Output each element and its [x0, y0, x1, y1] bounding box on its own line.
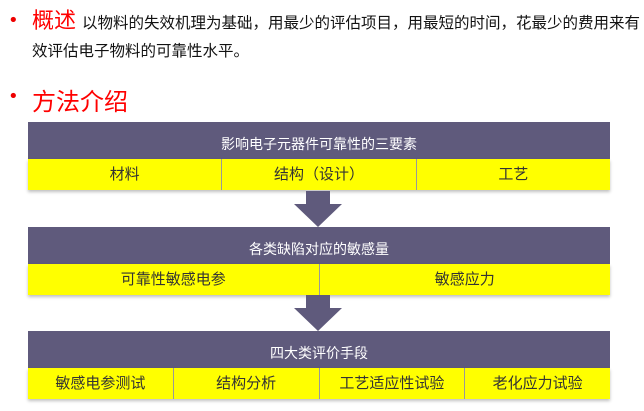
- block-cell: 可靠性敏感电参: [120, 270, 226, 288]
- block-header: 各类缺陷对应的敏感量: [28, 227, 610, 264]
- block-header: 四大类评价手段: [28, 331, 610, 368]
- overview-paragraph: 概述以物料的失效机理为基础，用最少的评估项目，用最短的时间，花最少的费用来有效评…: [32, 8, 644, 65]
- down-arrow-icon: [294, 191, 342, 227]
- bullet-icon: •: [8, 86, 19, 107]
- block-cell: 结构（设计）: [221, 159, 415, 190]
- block-header: 影响电子元器件可靠性的三要素: [28, 122, 610, 159]
- block-cell: 工艺适应性试验: [318, 368, 465, 399]
- block-cell: 工艺: [415, 159, 610, 190]
- down-arrow-icon: [294, 295, 342, 331]
- block-cell: 敏感电参测试: [55, 374, 146, 392]
- block-cell: 敏感应力: [318, 264, 611, 295]
- evaluation-block: 四大类评价手段 敏感电参测试 结构分析 工艺适应性试验 老化应力试验: [28, 331, 610, 399]
- factors-block: 影响电子元器件可靠性的三要素 材料 结构（设计） 工艺: [28, 122, 610, 190]
- block-cell: 材料: [109, 165, 140, 183]
- overview-keyword: 概述: [32, 9, 77, 34]
- overview-text: 以物料的失效机理为基础，用最少的评估项目，用最短的时间，花最少的费用来有效评估电…: [32, 14, 641, 60]
- method-title: 方法介绍: [32, 88, 128, 116]
- sensitivity-block: 各类缺陷对应的敏感量 可靠性敏感电参 敏感应力: [28, 227, 610, 295]
- block-cell: 老化应力试验: [464, 368, 610, 399]
- bullet-icon: •: [8, 10, 19, 31]
- block-cell: 结构分析: [172, 368, 319, 399]
